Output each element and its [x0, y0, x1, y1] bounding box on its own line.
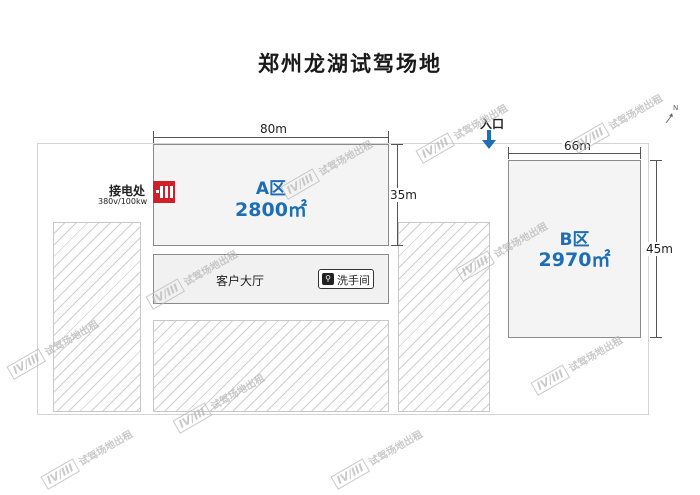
zone-b: B区 2970㎡ — [508, 160, 641, 338]
watermark: IV/III试驾场地出租 — [40, 426, 135, 490]
dimension-a-width: 80m — [260, 122, 287, 136]
entrance-arrow-icon — [481, 130, 497, 154]
dimension-tick — [650, 160, 662, 161]
dimension-tick — [508, 147, 509, 159]
zone-a-area: 2800㎡ — [235, 199, 307, 221]
dimension-tick — [391, 245, 403, 246]
compass-label: N — [673, 104, 679, 112]
restroom-label: 洗手间 — [337, 274, 370, 287]
power-label: 接电处 — [109, 184, 146, 198]
dimension-tick — [640, 147, 641, 159]
dimension-tick — [388, 131, 389, 143]
dimension-b-height: 45m — [645, 242, 674, 256]
dimension-tick — [650, 337, 662, 338]
customer-lobby: 客户大厅 ⚲ 洗手间 — [153, 254, 389, 304]
power-spec: 380v/100kw — [98, 197, 148, 206]
restroom-sign: ⚲ 洗手间 — [318, 269, 374, 289]
hatched-area-bottom-center — [153, 320, 389, 412]
zone-a: A区 2800㎡ — [153, 144, 389, 246]
restroom-icon: ⚲ — [322, 273, 334, 285]
dimension-b-width: 66m — [562, 139, 593, 153]
dimension-a-height: 35m — [389, 188, 418, 202]
zone-a-label: A区 — [255, 179, 287, 199]
hatched-area-left — [53, 222, 141, 412]
entrance-label: 入口 — [480, 117, 505, 131]
lobby-label: 客户大厅 — [216, 274, 265, 288]
hatched-area-right — [398, 222, 490, 412]
page-title: 郑州龙湖试驾场地 — [258, 52, 442, 76]
compass-icon — [663, 110, 675, 129]
dimension-line-b-width — [508, 153, 641, 154]
zone-b-label: B区 — [559, 230, 590, 250]
site-outline — [37, 143, 649, 415]
zone-b-area: 2970㎡ — [538, 249, 611, 271]
dimension-tick — [391, 144, 403, 145]
watermark: IV/III试驾场地出租 — [330, 426, 425, 490]
dimension-line-a-width — [153, 137, 389, 138]
dimension-tick — [153, 131, 154, 143]
power-icon — [153, 181, 175, 203]
